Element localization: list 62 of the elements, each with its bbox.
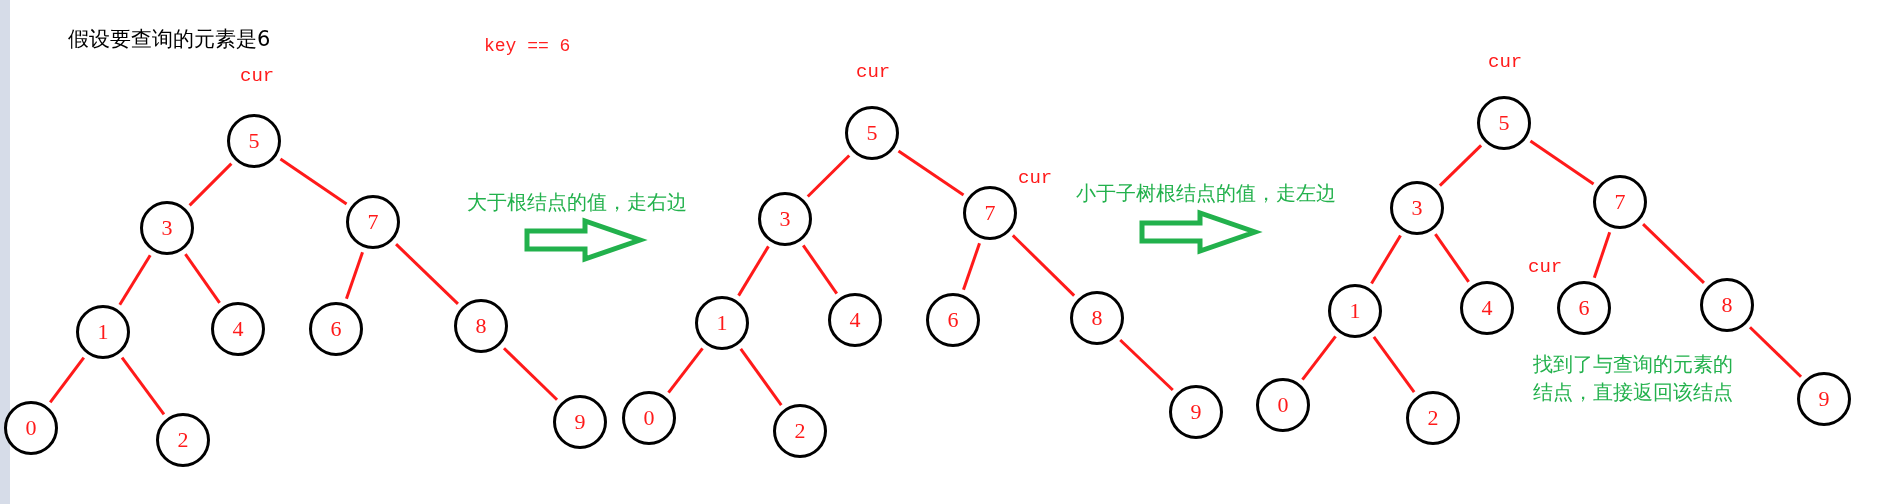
node-value: 5 xyxy=(248,130,260,152)
node-value: 1 xyxy=(716,312,728,334)
tree-edge xyxy=(188,162,233,207)
tree-edge xyxy=(279,157,348,206)
node-value: 0 xyxy=(1277,394,1289,416)
node-value: 8 xyxy=(1721,294,1733,316)
node-value: 5 xyxy=(866,122,878,144)
node-value: 8 xyxy=(475,315,487,337)
tree-edge xyxy=(395,243,459,305)
step-note: 大于根结点的值，走右边 xyxy=(467,189,688,216)
tree-edge xyxy=(802,244,838,295)
tree-edge xyxy=(184,253,221,304)
tree-edge xyxy=(737,245,770,297)
node-value: 0 xyxy=(25,417,37,439)
node-value: 7 xyxy=(1614,191,1626,213)
node-value: 9 xyxy=(574,411,586,433)
node-value: 4 xyxy=(232,318,244,340)
pointer-label: cur xyxy=(1488,53,1523,72)
node-value: 1 xyxy=(97,321,109,343)
tree-edge xyxy=(1592,231,1612,279)
node-value: 2 xyxy=(177,429,189,451)
node-value: 6 xyxy=(947,309,959,331)
tree-edge xyxy=(118,254,152,306)
tree-edge xyxy=(1529,139,1595,186)
node-value: 1 xyxy=(1349,300,1361,322)
tree-edge xyxy=(1011,234,1076,297)
step-note: 小于子树根结点的值，走左边 xyxy=(1076,180,1337,207)
node-value: 3 xyxy=(779,208,791,230)
tree-edge xyxy=(897,149,965,197)
node-value: 3 xyxy=(161,217,173,239)
node-value: 5 xyxy=(1498,112,1510,134)
node-value: 2 xyxy=(794,420,806,442)
node-value: 4 xyxy=(849,309,861,331)
step-note: 找到了与查询的元素的结点，直接返回该结点 xyxy=(1533,351,1734,406)
node-value: 7 xyxy=(367,211,379,233)
node-value: 9 xyxy=(1190,401,1202,423)
tree-edge xyxy=(1434,233,1470,283)
node-value: 8 xyxy=(1091,307,1103,329)
pointer-label: cur xyxy=(1018,169,1053,188)
node-value: 4 xyxy=(1481,297,1493,319)
tree-edge xyxy=(345,251,364,300)
tree-edge xyxy=(1438,144,1483,187)
node-value: 9 xyxy=(1818,388,1830,410)
node-value: 3 xyxy=(1411,197,1423,219)
pointer-label: cur xyxy=(240,67,275,86)
tree-edge xyxy=(502,347,559,401)
node-value: 6 xyxy=(1578,297,1590,319)
tree-edge xyxy=(806,154,851,198)
pointer-label: cur xyxy=(1528,258,1563,277)
title: 假设要查询的元素是6 xyxy=(68,26,271,53)
pointer-label: cur xyxy=(856,63,891,82)
node-value: 6 xyxy=(330,318,342,340)
tree-edge xyxy=(962,242,981,291)
tree-edge xyxy=(1119,338,1174,392)
code-note: key == 6 xyxy=(484,35,572,58)
node-value: 2 xyxy=(1427,407,1439,429)
tree-edge xyxy=(1642,223,1705,284)
tree-edge xyxy=(1748,326,1803,378)
node-value: 7 xyxy=(984,202,996,224)
node-value: 0 xyxy=(643,407,655,429)
tree-edge xyxy=(739,348,783,406)
tree-edge xyxy=(1370,234,1402,285)
